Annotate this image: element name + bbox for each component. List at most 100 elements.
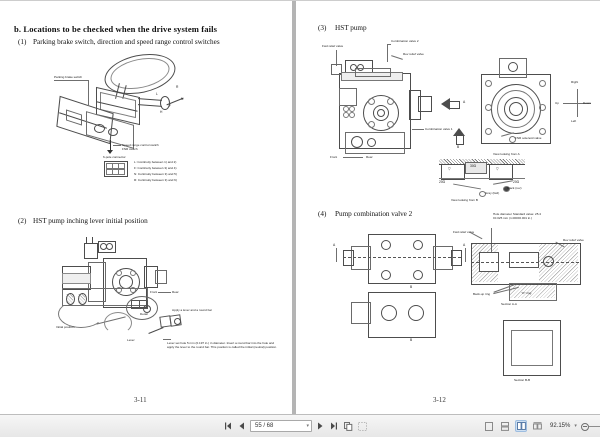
- page-left[interactable]: b. Locations to be checked when the driv…: [0, 0, 293, 414]
- chevron-down-icon[interactable]: ▾: [306, 423, 309, 429]
- wire-black-lead: [493, 180, 513, 185]
- section-2-number: (2): [18, 217, 27, 225]
- section-aa-bore: [509, 252, 539, 268]
- view-a-ring-4: [509, 102, 523, 116]
- zoom-level-value: 92.15%: [550, 423, 571, 429]
- leader-connector: [110, 140, 111, 152]
- continuous-view-icon[interactable]: [499, 420, 511, 432]
- note-lever-set-hole: Lever set hole 5 mm (0.197 in.) in diame…: [167, 341, 277, 350]
- hst-left-bolt-1: [343, 106, 349, 112]
- leader-fwd-relief-2: [469, 231, 483, 240]
- leader-connector-arrow: [107, 150, 113, 154]
- cv2-body-lower: [368, 292, 436, 338]
- zoom-chevron-down-icon[interactable]: ▾: [574, 423, 577, 429]
- toolbar-navigation-group: 55 / 68 ▾: [222, 415, 368, 437]
- view-a-bolt-5: [539, 104, 546, 111]
- arrow-b-head: [453, 128, 465, 136]
- label-front-right: Front: [330, 155, 338, 159]
- page-number-value: 55 / 68: [255, 423, 274, 429]
- circuit-hatch: [439, 159, 525, 164]
- section-3-title: HST pump: [335, 24, 367, 32]
- zoom-slider[interactable]: [580, 420, 600, 432]
- label-rear: Rear: [172, 290, 179, 294]
- label-wire-gray: Gray (fwd): [485, 191, 500, 195]
- pump-right-block: [144, 266, 158, 288]
- switch-letter-n: N: [181, 97, 184, 101]
- previous-page-icon[interactable]: [236, 420, 247, 432]
- select-icon[interactable]: [357, 420, 368, 432]
- label-6-pole-connector: 6-pole connector: [103, 155, 126, 159]
- leader-cv2-h: [387, 44, 391, 45]
- section-a-arrow-left: [336, 248, 337, 262]
- view-a-ring-3: [504, 97, 528, 121]
- top-valve-left: [84, 243, 98, 259]
- copy-icon[interactable]: [343, 420, 354, 432]
- zoom-slider-track[interactable]: [588, 426, 600, 427]
- label-front: Front: [150, 290, 158, 294]
- section-aa-lower-hatch: [510, 284, 555, 298]
- section-4-number: (4): [318, 210, 327, 218]
- pump-left-port: [62, 273, 91, 284]
- section-2-title: HST pump inching lever initial position: [33, 217, 148, 225]
- hst-hub-bolt-2: [387, 98, 394, 105]
- view-a-top-block: [499, 58, 527, 78]
- toolbar-view-group: 92.15% ▾: [483, 415, 600, 437]
- label-initial-position: Initial position: [56, 325, 75, 329]
- label-combination-valve-1: Combination valve 1: [425, 127, 453, 131]
- viewer-toolbar: 55 / 68 ▾: [0, 414, 600, 437]
- label-res-center: 30Ω: [470, 164, 477, 168]
- view-a-bolt-4: [539, 80, 546, 87]
- hst-left-bolt-3: [343, 112, 349, 118]
- book-view-icon[interactable]: [531, 420, 543, 432]
- pump-hub-outer: [112, 268, 140, 296]
- arrow-b-tail: [456, 136, 464, 145]
- section-1-title: Parking brake switch, direction and spee…: [33, 38, 220, 46]
- hst-hub-bolt-4: [387, 121, 394, 128]
- view-a-bolt-3: [485, 128, 492, 135]
- label-left: Left: [571, 119, 577, 123]
- section-aa-centerline: [471, 262, 579, 263]
- page-number-input[interactable]: 55 / 68 ▾: [250, 420, 312, 432]
- hst-lower-block: [345, 132, 405, 154]
- cv2-hole-tr: [413, 240, 423, 250]
- section-aa-port: [543, 256, 554, 267]
- section-aa-lower: [509, 283, 557, 301]
- cv2-left-port: [351, 246, 371, 270]
- first-page-icon[interactable]: [222, 420, 233, 432]
- cv2-hole-br: [413, 270, 423, 280]
- cv2-hole-bl: [381, 270, 391, 280]
- hst-lower-hole-2: [367, 138, 376, 147]
- detail-hole: [143, 305, 151, 313]
- view-a-bolt-1: [485, 80, 492, 87]
- label-fnr-solenoid-valve: FNR solenoid valve: [515, 136, 542, 140]
- label-apply-lever: Apply a lever and a round bar: [172, 308, 212, 312]
- hst-shaft: [418, 96, 432, 112]
- solenoid-coil-right: [489, 164, 513, 180]
- hst-left-port: [339, 88, 357, 106]
- cv2-left-end: [343, 250, 354, 266]
- top-valve-hole-2: [106, 243, 113, 250]
- last-page-icon[interactable]: [329, 420, 340, 432]
- facing-pages-view-icon[interactable]: [515, 420, 527, 432]
- wire-gray-terminal: [479, 191, 486, 197]
- bracket-hole-1: [94, 124, 105, 133]
- cv2-right-port: [433, 246, 453, 270]
- section-4-title: Pump combination valve 2: [335, 210, 413, 218]
- label-right: Right: [571, 80, 579, 84]
- label-arrow-a: A: [463, 100, 466, 104]
- section-bb-body: [503, 320, 561, 376]
- single-page-view-icon[interactable]: [483, 420, 495, 432]
- cv2-body: [368, 234, 436, 284]
- solenoid-coil-left: [441, 164, 465, 180]
- label-lever: Lever: [127, 338, 135, 342]
- zoom-out-icon[interactable]: [580, 423, 589, 431]
- hst-hub-bolt-3: [368, 121, 375, 128]
- solenoid-arrow-left: ▽: [448, 167, 451, 171]
- hst-left-bolt-2: [349, 106, 355, 112]
- leader-hole-diameter: [491, 228, 492, 254]
- pump-body: [103, 258, 147, 308]
- next-page-icon[interactable]: [315, 420, 326, 432]
- hst-top-hole-1: [350, 64, 357, 71]
- label-up: Up: [555, 101, 559, 105]
- page-right[interactable]: (3) HST pump Fwd relief valve Combinatio…: [293, 0, 600, 414]
